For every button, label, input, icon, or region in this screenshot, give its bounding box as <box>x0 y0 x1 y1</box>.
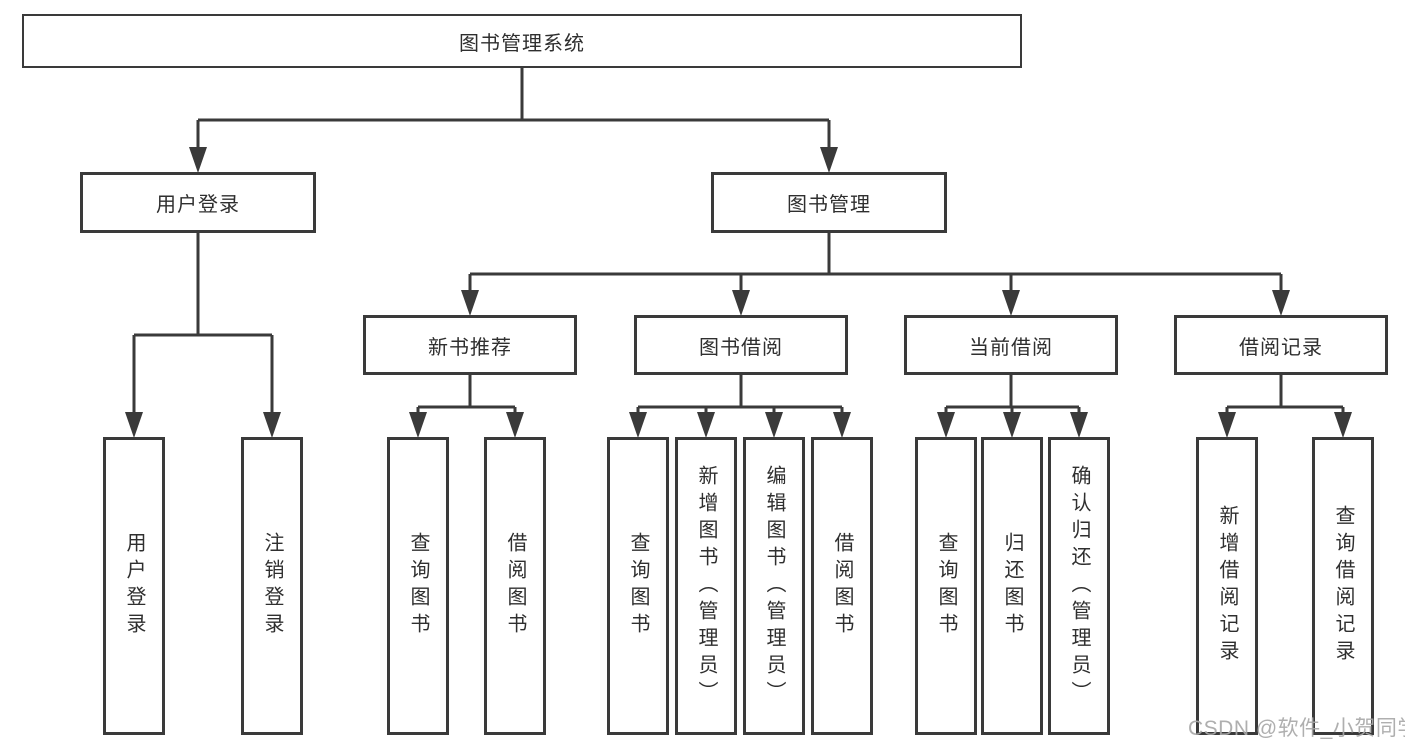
leaf-borrow-books: 借阅图书 <box>484 437 546 735</box>
leaf-label: 编辑图书（管理员） <box>763 464 785 708</box>
node-current-borrow: 当前借阅 <box>904 315 1118 375</box>
arrowhead-icons <box>125 147 1352 438</box>
leaf-add-borrow-record: 新增借阅记录 <box>1196 437 1258 735</box>
node-label: 图书管理系统 <box>459 32 585 55</box>
leaf-label: 新增图书（管理员） <box>695 464 717 708</box>
node-new-book-recommend: 新书推荐 <box>363 315 577 375</box>
leaf-edit-book-admin: 编辑图书（管理员） <box>743 437 805 735</box>
node-label: 图书管理 <box>787 194 871 216</box>
node-label: 新书推荐 <box>428 336 512 359</box>
node-label: 图书借阅 <box>699 336 783 359</box>
leaf-label: 归还图书 <box>1001 532 1023 640</box>
node-root-system: 图书管理系统 <box>22 14 1022 68</box>
leaf-label: 查询图书 <box>407 532 429 640</box>
leaf-query-borrow-record: 查询借阅记录 <box>1312 437 1374 735</box>
leaf-label: 查询图书 <box>627 532 649 640</box>
leaf-label: 查询借阅记录 <box>1332 505 1354 667</box>
leaf-user-login: 用户登录 <box>103 437 165 735</box>
watermark: CSDN @软件_小贺同学 <box>1188 717 1405 740</box>
leaf-return-books: 归还图书 <box>981 437 1043 735</box>
node-book-borrow: 图书借阅 <box>634 315 848 375</box>
node-book-management: 图书管理 <box>711 172 947 233</box>
node-label: 用户登录 <box>156 194 240 216</box>
leaf-borrow-books: 借阅图书 <box>811 437 873 735</box>
leaf-label: 用户登录 <box>123 532 145 640</box>
leaf-query-books: 查询图书 <box>915 437 977 735</box>
node-borrow-records: 借阅记录 <box>1174 315 1388 375</box>
leaf-label: 注销登录 <box>261 532 283 640</box>
leaf-label: 查询图书 <box>935 532 957 640</box>
leaf-label: 借阅图书 <box>504 532 526 640</box>
leaf-add-book-admin: 新增图书（管理员） <box>675 437 737 735</box>
node-label: 借阅记录 <box>1239 336 1323 359</box>
leaf-label: 新增借阅记录 <box>1216 505 1238 667</box>
leaf-label: 确认归还（管理员） <box>1068 464 1090 708</box>
leaf-logout: 注销登录 <box>241 437 303 735</box>
leaf-label: 借阅图书 <box>831 532 853 640</box>
leaf-query-books: 查询图书 <box>387 437 449 735</box>
leaf-query-books: 查询图书 <box>607 437 669 735</box>
node-user-login: 用户登录 <box>80 172 316 233</box>
node-label: 当前借阅 <box>969 336 1053 359</box>
leaf-confirm-return-admin: 确认归还（管理员） <box>1048 437 1110 735</box>
